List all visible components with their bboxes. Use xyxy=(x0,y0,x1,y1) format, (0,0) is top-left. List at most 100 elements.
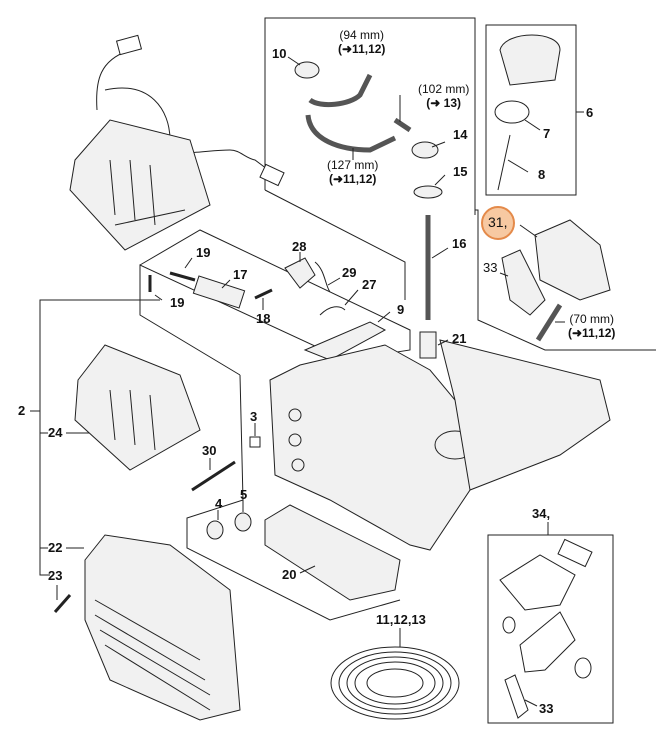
frame-filter-cap-group xyxy=(485,24,577,196)
hose-70 xyxy=(535,303,563,342)
cover-24-ribs xyxy=(109,389,156,451)
leader-19b xyxy=(154,294,163,301)
leader-16 xyxy=(431,247,449,259)
label-17: 17 xyxy=(233,267,248,282)
label-28: 28 xyxy=(292,239,307,254)
frame-hose-group-lower xyxy=(264,189,406,300)
gasket-33-upper xyxy=(501,249,546,316)
cap-6 xyxy=(499,34,561,86)
tank-port-2 xyxy=(288,433,302,447)
tank-port-1 xyxy=(288,408,302,422)
housing-22 xyxy=(84,534,241,721)
leader-15 xyxy=(434,174,446,186)
hose-note-length: (127 mm) xyxy=(327,158,379,172)
leader-8 xyxy=(507,159,529,173)
screw-30 xyxy=(191,460,236,492)
leader-27 xyxy=(344,289,359,306)
leader-14 xyxy=(431,141,446,148)
label-30: 30 xyxy=(202,443,217,458)
label-23: 23 xyxy=(48,568,63,583)
bushing-4 xyxy=(206,520,224,540)
label-21: 21 xyxy=(452,331,467,346)
label-24: 24 xyxy=(48,425,63,440)
tube-coil-ring-3 xyxy=(346,656,444,710)
leader-17 xyxy=(221,279,231,289)
label-18: 18 xyxy=(256,311,271,326)
hose-note-length: (70 mm) xyxy=(569,312,615,326)
oil-seal-2 xyxy=(574,657,592,679)
gasket-cylinder xyxy=(499,554,576,611)
shroud-upper xyxy=(69,119,211,251)
label-19b: 19 xyxy=(170,295,185,310)
hose-note-length: (102 mm) xyxy=(418,82,470,96)
hose-note-ref: (➜11,12) xyxy=(338,42,386,56)
oil-seal-1 xyxy=(502,616,516,634)
sleeve-3 xyxy=(249,436,261,448)
clip-27 xyxy=(319,306,346,316)
frame-main-group xyxy=(186,374,401,621)
label-22: 22 xyxy=(48,540,63,555)
spring-17 xyxy=(192,275,246,309)
label-10: 10 xyxy=(272,46,287,61)
tube-coil xyxy=(330,646,460,720)
hose-94 xyxy=(308,73,373,108)
leader-9 xyxy=(377,311,391,323)
label-34: 34, xyxy=(532,506,551,521)
tube-coil-ring-4 xyxy=(354,661,436,705)
label-14: 14 xyxy=(453,127,468,142)
bracket-item-2 xyxy=(39,299,160,576)
hose-note-length: (94 mm) xyxy=(339,28,385,42)
shroud-upper-ribs xyxy=(109,159,186,226)
leader-19a xyxy=(184,257,193,269)
frame-carb-group xyxy=(475,209,656,351)
leader-21 xyxy=(437,339,449,346)
valve-10 xyxy=(294,61,320,79)
rod-8 xyxy=(497,134,511,191)
leader-29 xyxy=(327,277,341,286)
label-33b: 33 xyxy=(539,701,554,716)
bracket-9 xyxy=(303,321,387,361)
label-31: 31, xyxy=(488,214,508,230)
lever-28 xyxy=(284,257,316,289)
hose-note-70mm: (70 mm) (➜11,12) xyxy=(568,312,615,340)
label-7: 7 xyxy=(543,126,551,141)
label-2: 2 xyxy=(18,403,26,418)
label-15: 15 xyxy=(453,164,468,179)
label-27: 27 xyxy=(362,277,377,292)
hose-note-ref: (➜11,12) xyxy=(568,326,616,340)
carburetor-31 xyxy=(534,219,611,301)
leader-31 xyxy=(519,224,538,238)
screw-19a xyxy=(169,271,196,282)
highlight-circle xyxy=(481,206,515,240)
hose-note-ref: (➜ 13) xyxy=(426,96,462,110)
connector-top xyxy=(115,34,143,56)
hose-102 xyxy=(393,117,412,133)
frame-gasket-set xyxy=(487,534,614,724)
fuel-filter-21 xyxy=(419,331,437,359)
screw-18 xyxy=(254,288,273,300)
hose-note-127mm: (127 mm) (➜11,12) xyxy=(327,158,378,186)
label-33a: 33 xyxy=(483,260,498,275)
leader-7 xyxy=(524,119,541,131)
grommet-15 xyxy=(413,185,443,199)
frame-hose-group xyxy=(264,17,476,215)
gasket-muffler xyxy=(557,538,593,568)
label-3: 3 xyxy=(250,409,258,424)
label-29: 29 xyxy=(342,265,357,280)
leader-20 xyxy=(299,565,316,574)
hose-note-94mm: (94 mm) (➜11,12) xyxy=(338,28,385,56)
connector-right xyxy=(259,163,285,187)
spring-29 xyxy=(314,261,331,293)
label-8: 8 xyxy=(538,167,546,182)
label-9: 9 xyxy=(397,302,405,317)
label-4: 4 xyxy=(215,496,223,511)
housing-22-ribs xyxy=(94,599,211,711)
ring-5 xyxy=(234,512,252,532)
leader-10 xyxy=(287,56,301,66)
label-6: 6 xyxy=(586,105,594,120)
leader-33a xyxy=(499,272,509,277)
tube-coil-ring-2 xyxy=(338,651,452,715)
cover-24 xyxy=(74,344,201,471)
tube-coil-inner xyxy=(366,668,424,698)
